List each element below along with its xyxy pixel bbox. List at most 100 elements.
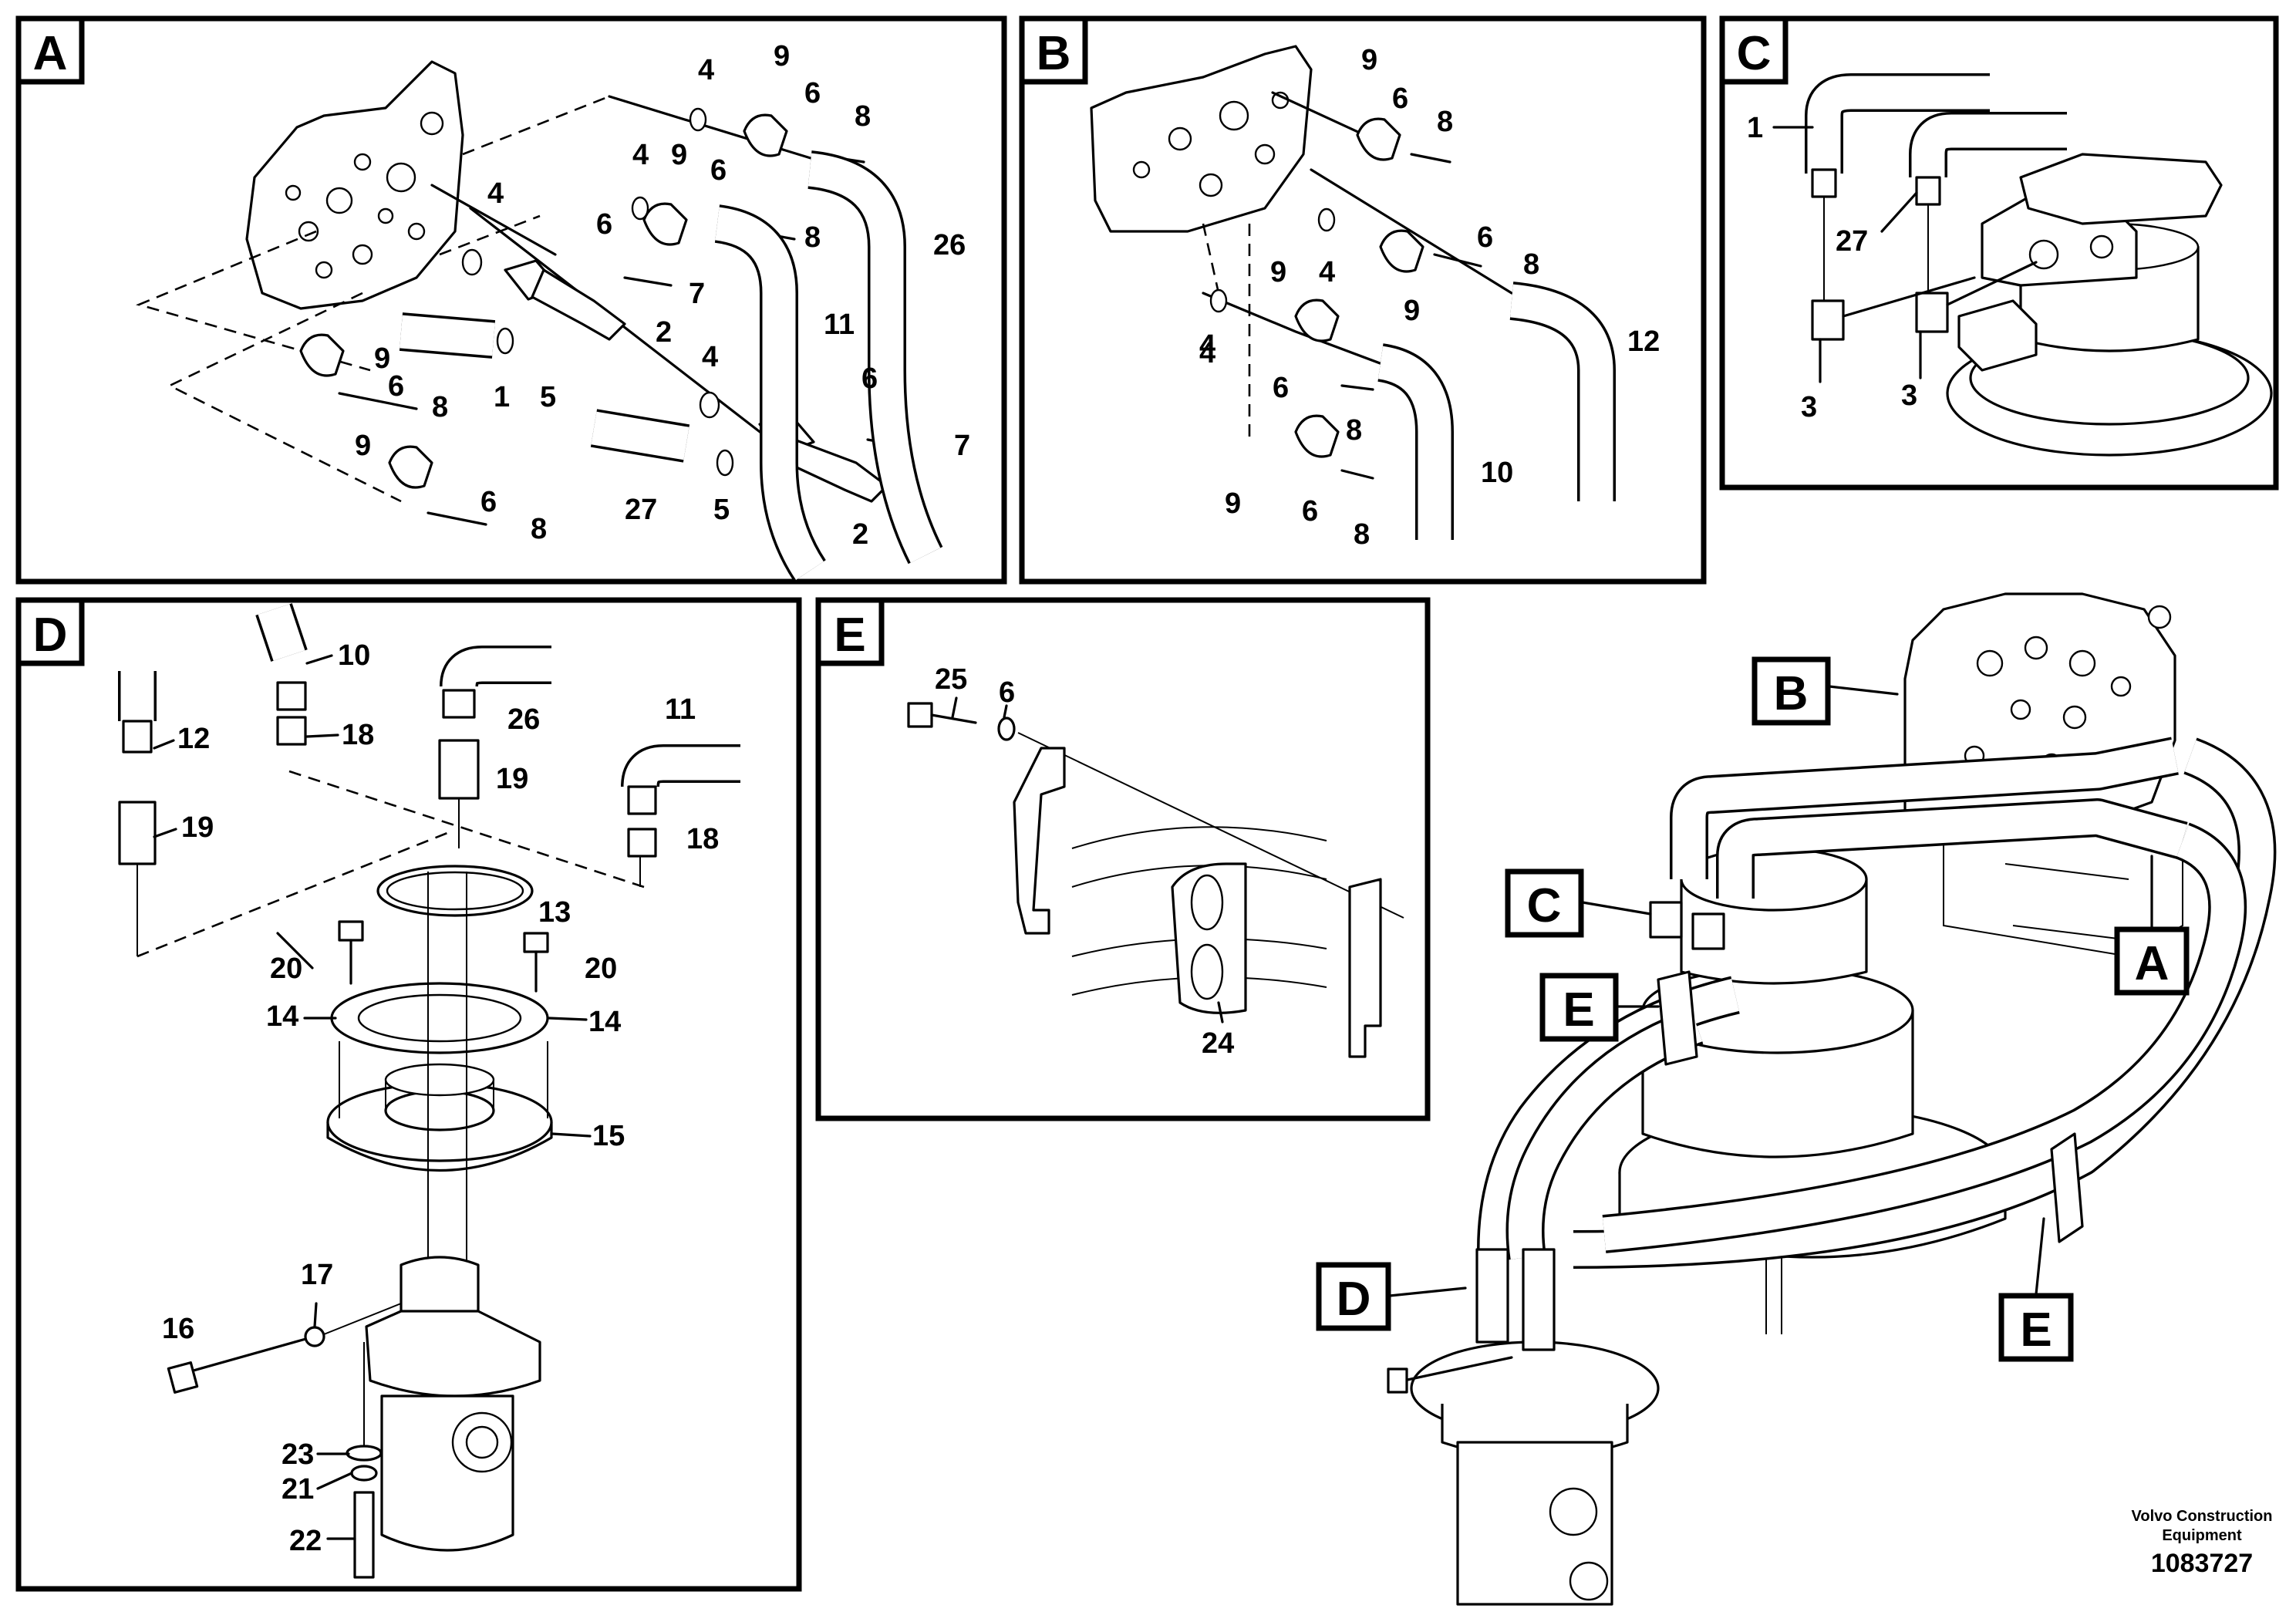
- item-label: 4: [1199, 329, 1215, 362]
- panel-b: B 9 6 8 4 6 8 9 9 4 12 4 6: [1019, 15, 1707, 585]
- item-label: 27: [1836, 225, 1868, 258]
- item-label: 6: [999, 676, 1015, 709]
- item-label: 15: [592, 1120, 625, 1152]
- panel-d-tag-box: [15, 597, 85, 666]
- item-label: 3: [1801, 391, 1817, 423]
- o-ring: [699, 391, 720, 419]
- item-label: 6: [388, 370, 404, 403]
- o-ring: [689, 107, 707, 132]
- item-label: 16: [162, 1313, 194, 1345]
- overview-illustration: B A C E D E: [1316, 592, 2277, 1606]
- item-label: 20: [270, 953, 302, 985]
- valve-block: [1090, 45, 1313, 233]
- o-ring: [461, 248, 483, 276]
- panel-e-tag-box: [815, 597, 885, 666]
- item-label: 18: [686, 823, 719, 855]
- item-label: 11: [824, 309, 855, 341]
- item-label: 8: [1437, 106, 1453, 138]
- panel-e-labels: 25 6 24: [935, 663, 1234, 1060]
- panel-c-labels: 1 27 3 3: [1747, 112, 1917, 423]
- item-label: 8: [531, 513, 547, 545]
- swing-motor: [1946, 153, 2273, 457]
- item-label: 14: [266, 1000, 298, 1033]
- rubber-sleeve: [1171, 862, 1247, 1014]
- item-label: 9: [1225, 487, 1241, 520]
- item-label: 17: [301, 1259, 333, 1291]
- item-label: 22: [289, 1525, 322, 1557]
- item-label: 6: [1477, 221, 1493, 254]
- item-label: 3: [1901, 379, 1917, 412]
- callout-tag-c: C: [1527, 879, 1562, 932]
- drawing-footer: Volvo Construction Equipment 1083727: [2132, 1508, 2273, 1578]
- elbow-fitting: [1915, 292, 1949, 333]
- item-label: 4: [698, 54, 714, 86]
- item-label: 9: [1361, 44, 1377, 76]
- callout-tag-e: E: [1563, 983, 1594, 1037]
- panel-b-tag: B: [1037, 27, 1071, 80]
- overview-tags: B A C E D E: [1316, 656, 2190, 1362]
- item-label: 8: [1523, 248, 1539, 281]
- panel-a-labels: 4 9 6 8 4 9 6 8 26 4 6 7 2 11 9 6 8 1 5 …: [355, 40, 970, 551]
- callout-tag-e-2: E: [2020, 1303, 2052, 1357]
- item-label: 12: [177, 723, 210, 755]
- hose-bracket: [2050, 1132, 2084, 1243]
- item-label: 19: [496, 763, 528, 795]
- item-label: 6: [710, 154, 727, 187]
- drawing-number: 1083727: [2151, 1549, 2253, 1578]
- callout-tag-b: B: [1774, 667, 1809, 720]
- item-label: 10: [338, 639, 370, 672]
- item-label: 4: [1319, 256, 1335, 288]
- item-label: 7: [954, 430, 970, 462]
- panel-b-labels: 9 6 8 4 6 8 9 9 4 12 4 6 8 10 9 6 8: [1199, 44, 1660, 551]
- item-label: 27: [625, 494, 657, 526]
- item-label: 9: [374, 342, 390, 375]
- item-label: 9: [774, 40, 790, 73]
- panel-a-tag: A: [33, 27, 68, 80]
- panel-d-labels: 10 18 26 12 19 11 19 18 13 20 20 14 14 1…: [162, 639, 719, 1557]
- item-label: 21: [282, 1473, 314, 1506]
- item-label: 5: [713, 494, 730, 526]
- item-label: 23: [282, 1438, 314, 1471]
- item-label: 19: [181, 811, 214, 844]
- brand-line-1: Volvo Construction: [2132, 1508, 2273, 1525]
- item-label: 20: [585, 953, 617, 985]
- item-label: 6: [596, 208, 612, 241]
- item-label: 9: [1404, 295, 1420, 327]
- panel-a: A: [15, 15, 1007, 585]
- item-label: 5: [540, 381, 556, 413]
- item-label: 9: [671, 139, 687, 171]
- item-label: 1: [1747, 112, 1763, 144]
- item-label: 6: [804, 77, 821, 110]
- item-label: 6: [1273, 372, 1289, 404]
- panel-c-tag: C: [1737, 27, 1772, 80]
- item-label: 6: [1302, 495, 1318, 528]
- item-label: 6: [480, 486, 497, 518]
- item-label: 8: [1354, 518, 1370, 551]
- callout-tag-a: A: [2135, 937, 2170, 990]
- item-label: 8: [855, 100, 871, 133]
- valve-block: [245, 60, 464, 310]
- item-label: 1: [494, 381, 510, 413]
- item-label: 10: [1481, 457, 1513, 489]
- item-label: 6: [1392, 83, 1408, 115]
- item-label: 4: [702, 341, 718, 373]
- item-label: 26: [933, 229, 966, 261]
- item-label: 8: [432, 391, 448, 423]
- item-label: 13: [538, 896, 571, 929]
- item-label: 6: [861, 363, 878, 395]
- bolt-head: [907, 702, 933, 728]
- item-label: 2: [852, 518, 868, 551]
- panel-e: E 25 6 24: [815, 597, 1431, 1121]
- item-label: 9: [355, 430, 371, 462]
- item-label: 4: [632, 139, 649, 171]
- panel-c: C 1 27 3 3: [1719, 15, 2279, 491]
- item-label: 25: [935, 663, 967, 696]
- elbow-fitting: [1811, 299, 1845, 341]
- item-label: 24: [1202, 1027, 1234, 1060]
- item-label: 4: [1199, 337, 1215, 369]
- panel-d-tag: D: [33, 609, 68, 662]
- panel-b-tag-box: [1019, 15, 1088, 85]
- item-label: 2: [656, 316, 672, 349]
- item-label: 26: [507, 703, 540, 736]
- item-label: 14: [588, 1006, 621, 1038]
